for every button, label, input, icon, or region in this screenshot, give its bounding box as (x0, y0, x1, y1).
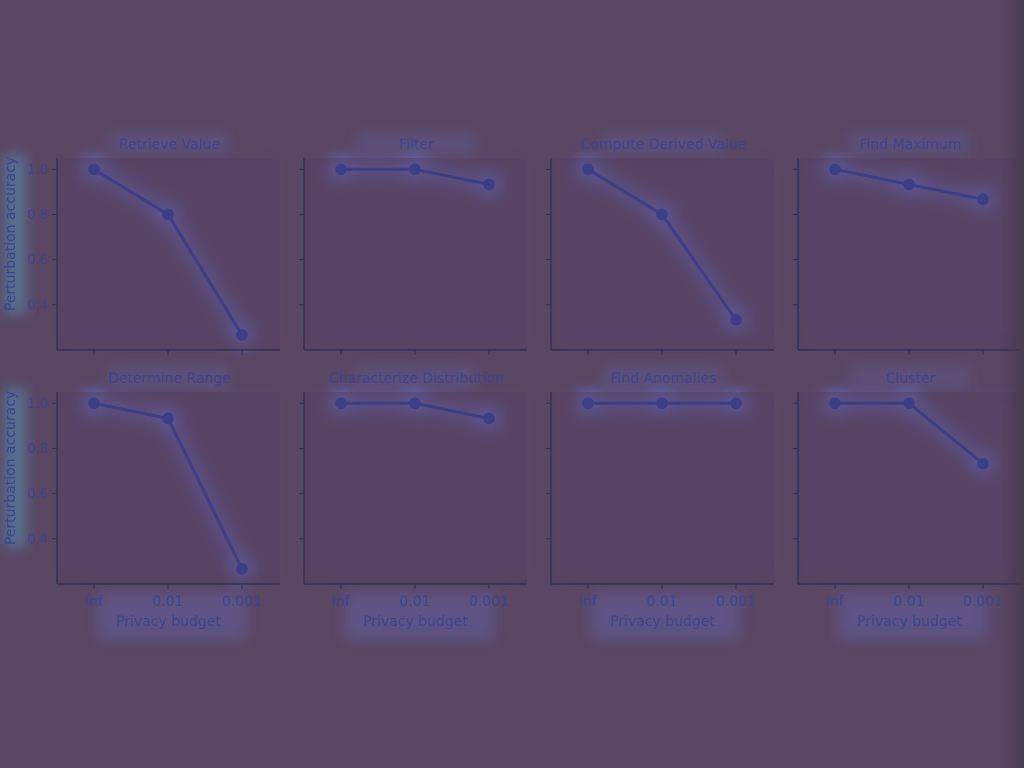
subplot-4: Find Maximum (793, 137, 1021, 355)
data-point (483, 178, 495, 191)
data-point (656, 208, 668, 221)
subplot-title: Determine Range (108, 371, 231, 387)
xlabel-glow (97, 592, 247, 640)
x-tick-label: inf (332, 594, 351, 610)
subplot-5: 1.0 0.8 0.6 0.4 inf 0.01 0.001 Determine RangeP… (3, 371, 280, 630)
title-glow (108, 132, 229, 154)
x-tick-label: 0.01 (646, 594, 677, 610)
y-axis-label: Perturbation accuracy (3, 157, 19, 311)
subplot-title: Cluster (886, 371, 936, 387)
title-glow (602, 366, 723, 388)
x-tick-label: 0.001 (222, 594, 262, 610)
x-axis-label: Privacy budget (363, 614, 468, 630)
title-glow (849, 132, 970, 154)
data-point (236, 329, 248, 341)
y-tick-label: 0.8 (27, 208, 48, 223)
data-point (236, 563, 248, 575)
title-glow (355, 366, 476, 388)
right-edge-shade (1000, 0, 1024, 768)
y-tick-label: 0.8 (27, 442, 48, 457)
data-point (903, 178, 915, 191)
x-tick-label: 0.01 (152, 594, 183, 610)
subplot-title: Retrieve Value (119, 137, 220, 153)
x-tick-label: inf (85, 594, 104, 610)
data-point (829, 397, 841, 410)
data-point (903, 397, 915, 410)
data-point (162, 412, 174, 425)
data-point (977, 457, 989, 470)
data-point (335, 397, 347, 410)
title-glow (355, 132, 476, 154)
plot-area (798, 392, 1021, 584)
x-tick-label: inf (826, 594, 845, 610)
x-axis-label: Privacy budget (857, 614, 962, 630)
xlabel-glow (838, 592, 988, 640)
data-point (656, 397, 668, 410)
subplot-title: Compute Derived Value (580, 137, 746, 153)
title-glow (108, 366, 229, 388)
ylabel-glow (4, 388, 26, 548)
title-glow (849, 366, 970, 388)
y-tick-label: 0.6 (27, 253, 48, 268)
data-point (409, 163, 421, 176)
data-point (730, 314, 742, 326)
x-tick-label: 0.001 (716, 594, 756, 610)
data-point (409, 397, 421, 410)
x-axis-label: Privacy budget (116, 614, 221, 630)
y-axis-label: Perturbation accuracy (3, 391, 19, 545)
ylabel-glow (4, 154, 26, 314)
y-tick-label: 0.6 (27, 487, 48, 502)
data-point (88, 163, 100, 176)
data-point (483, 412, 495, 425)
subplot-title: Find Anomalies (610, 371, 716, 387)
x-tick-label: 0.001 (963, 594, 1003, 610)
subplot-6: inf 0.01 0.001 Characterize DistributionPri… (299, 371, 527, 630)
x-tick-label: 0.001 (469, 594, 509, 610)
xlabel-glow (591, 592, 741, 640)
subplot-3: Compute Derived Value (546, 137, 774, 355)
subplot-title: Characterize Distribution (329, 371, 504, 387)
title-glow (602, 132, 723, 154)
x-tick-label: inf (579, 594, 598, 610)
xlabel-glow (344, 592, 494, 640)
data-point (582, 163, 594, 176)
data-point (88, 397, 100, 410)
data-point (335, 163, 347, 176)
y-tick-label: 1.0 (27, 397, 48, 412)
data-point (582, 397, 594, 410)
x-tick-label: 0.01 (893, 594, 924, 610)
subplot-title: Find Maximum (859, 137, 961, 153)
x-axis-label: Privacy budget (610, 614, 715, 630)
y-tick-label: 0.4 (27, 298, 48, 313)
plot-area (551, 392, 774, 584)
data-point (162, 208, 174, 221)
subplot-title: Filter (399, 137, 434, 153)
data-point (730, 397, 742, 410)
plot-area (57, 158, 280, 350)
y-tick-label: 0.4 (27, 532, 48, 547)
subplot-2: Filter (299, 137, 527, 355)
x-tick-label: 0.01 (399, 594, 430, 610)
data-point (829, 163, 841, 176)
data-point (977, 193, 989, 206)
y-tick-label: 1.0 (27, 163, 48, 178)
